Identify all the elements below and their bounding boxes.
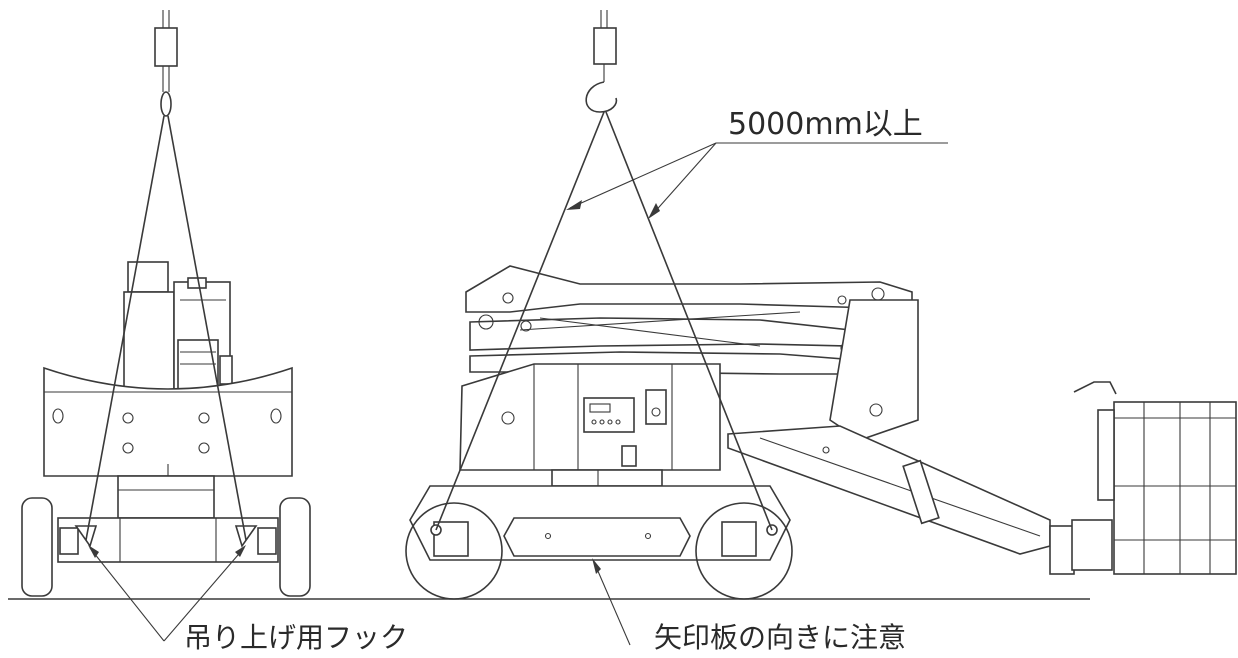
- side-view-machine: [405, 10, 1237, 600]
- lifting-hook-callout: 吊り上げ用フック: [88, 545, 408, 654]
- arrow-plate-label: 矢印板の向きに注意: [654, 621, 906, 653]
- side-boom-linkage: [465, 265, 919, 441]
- front-crane-hook: [154, 10, 178, 117]
- front-view-machine: [21, 10, 311, 597]
- arrow-plate-callout: 矢印板の向きに注意: [592, 558, 906, 654]
- side-platform-basket: [1049, 381, 1237, 575]
- lifting-hook-label: 吊り上げ用フック: [184, 621, 408, 653]
- control-panel: [583, 397, 635, 433]
- front-right-wheel: [279, 497, 311, 597]
- sling-length-label: 5000mm以上: [728, 107, 923, 142]
- side-chassis: [409, 485, 791, 561]
- front-left-wheel: [21, 497, 53, 597]
- front-sling-wires: [85, 115, 247, 541]
- side-front-wheel: [695, 502, 793, 600]
- side-slew-ring: [551, 469, 663, 487]
- sling-length-callout: 5000mm以上: [566, 107, 948, 219]
- side-rear-wheel: [405, 502, 503, 600]
- front-slew-column: [117, 475, 215, 519]
- side-sling-wires: [435, 111, 773, 531]
- side-crane-hook: [585, 10, 618, 113]
- side-turntable: [459, 363, 721, 471]
